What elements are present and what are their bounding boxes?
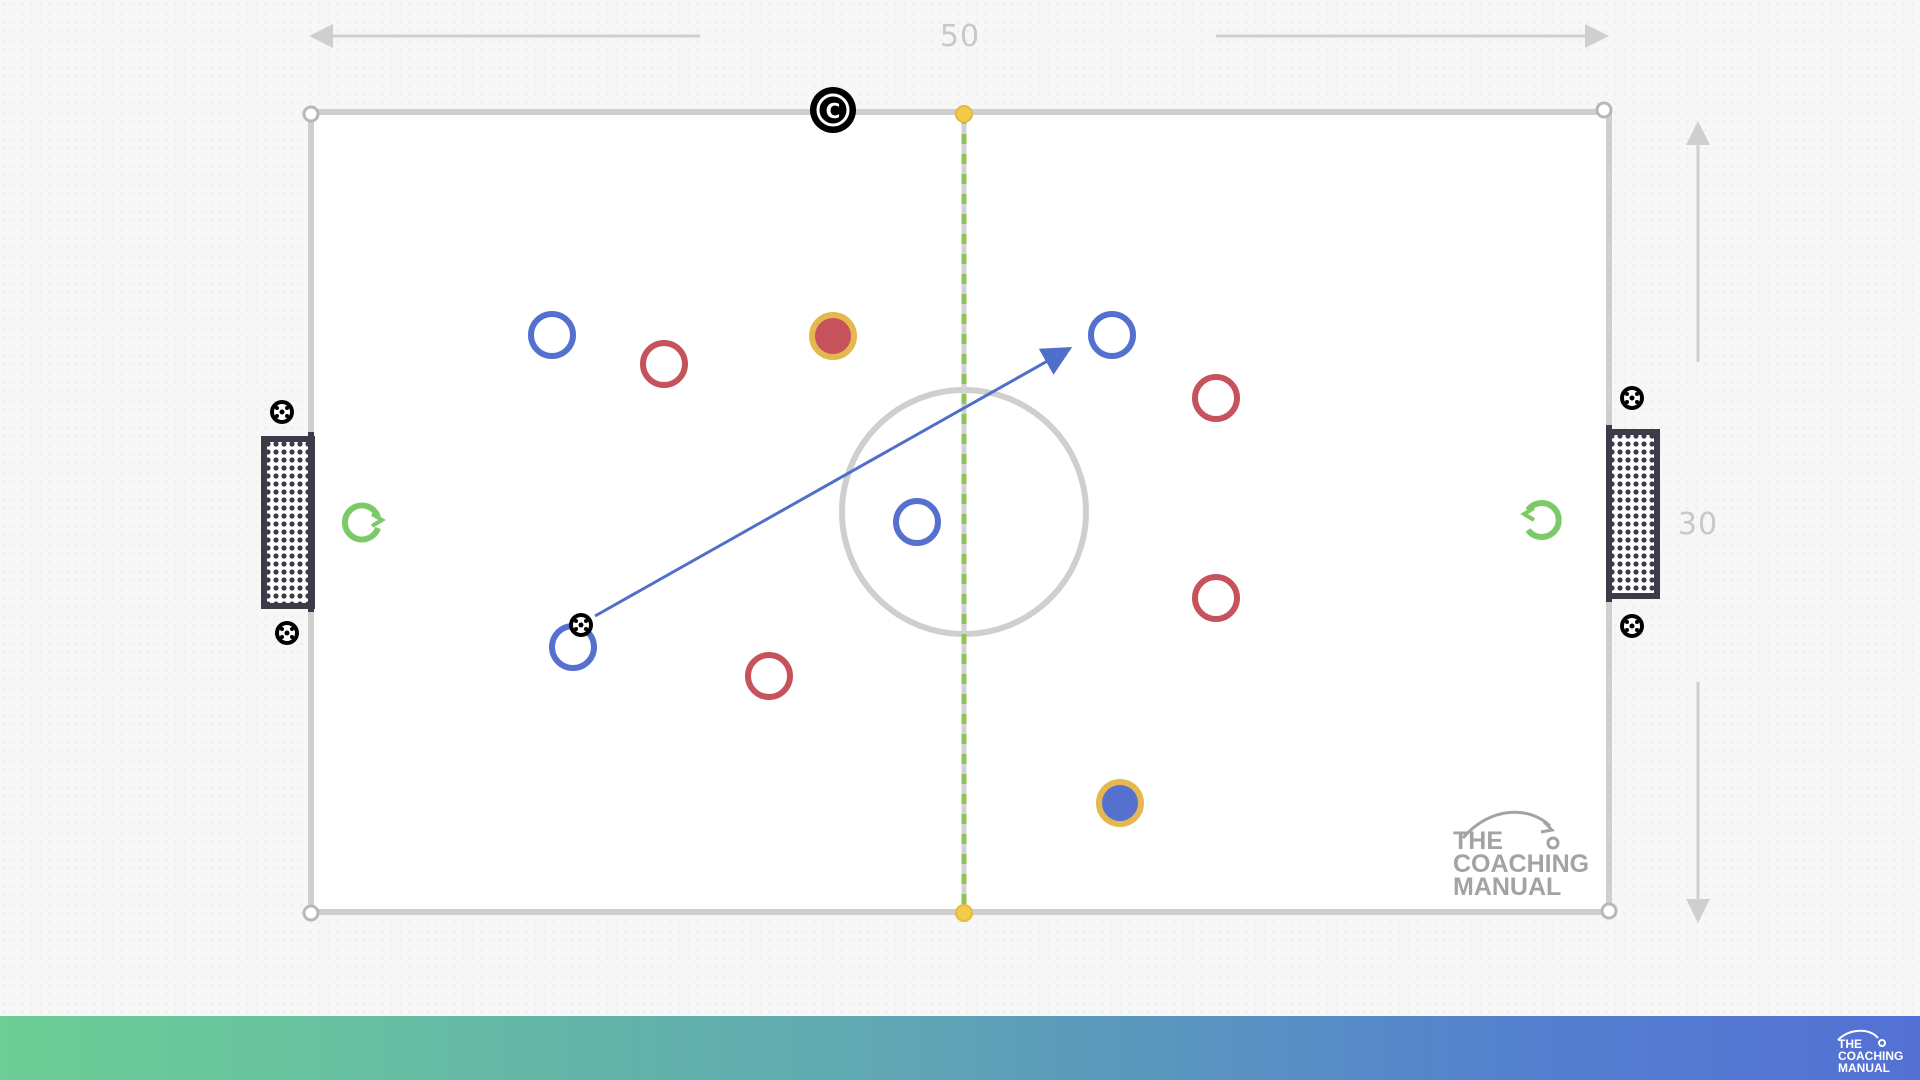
goalkeeper-left-arrowhead	[370, 512, 386, 528]
ball-icon	[1620, 386, 1644, 410]
ball-icon	[275, 621, 299, 645]
pitch-boundary	[308, 109, 1612, 915]
goalkeeper-right-arrowhead	[1520, 506, 1536, 522]
footer-logo-ball-icon	[1878, 1039, 1886, 1047]
footer-logo-line2: COACHING	[1838, 1049, 1903, 1063]
goal-left-net	[261, 436, 315, 609]
footer-logo-line1: THE	[1838, 1037, 1862, 1051]
logo-swoosh-head	[1540, 820, 1556, 834]
red-player	[745, 652, 793, 700]
red-player	[1192, 374, 1240, 422]
goal-right-net	[1606, 429, 1660, 599]
footer-logo-line3: MANUAL	[1838, 1061, 1890, 1074]
neutral-player-red	[809, 312, 857, 360]
session-diagram: 50 30	[261, 19, 1718, 923]
corner-cone-top-right	[1595, 101, 1613, 119]
pass-arrow	[594, 347, 1073, 618]
ball-icon	[569, 613, 593, 637]
red-player	[1192, 574, 1240, 622]
width-dimension: 30	[1678, 121, 1718, 923]
goal-left	[261, 432, 315, 612]
logo-line2: COACHING	[1453, 850, 1589, 878]
neutral-player-blue-marker	[1096, 779, 1144, 827]
coach-marker-symbol: C	[826, 99, 841, 123]
ball-icon	[270, 400, 294, 424]
footer-logo-swoosh	[1837, 1029, 1879, 1041]
halfway-cone-top	[955, 105, 973, 123]
corner-cone-top-left	[302, 105, 320, 123]
blue-player	[893, 498, 941, 546]
length-label: 50	[940, 19, 980, 54]
logo-line3: MANUAL	[1453, 873, 1561, 901]
halfway-cone-bottom	[955, 904, 973, 922]
red-player	[640, 340, 688, 388]
neutral-player-blue	[1096, 779, 1144, 827]
footer-logo: THE COACHING MANUAL	[1837, 1029, 1903, 1074]
corner-cone-bottom-left	[302, 904, 320, 922]
ball-icon	[1620, 614, 1644, 638]
coach-marker: C	[810, 87, 856, 133]
neutral-player-red-marker	[809, 312, 857, 360]
corner-cone-bottom-right	[1600, 902, 1618, 920]
logo-ball-icon	[1546, 836, 1560, 850]
footer-gradient-bar: THE COACHING MANUAL	[0, 1016, 1920, 1080]
logo-line1: THE	[1453, 827, 1503, 855]
width-label: 30	[1678, 507, 1718, 542]
coaching-manual-logo: THE COACHING MANUAL	[1453, 810, 1589, 901]
blue-player	[528, 311, 576, 359]
coach-marker-ring	[816, 93, 850, 127]
length-dimension: 50	[309, 19, 1609, 54]
goal-right	[1606, 425, 1660, 602]
goalkeeper-left-icon	[341, 502, 381, 543]
logo-swoosh	[1461, 810, 1552, 839]
goalkeeper-right-icon	[1525, 500, 1562, 540]
blue-player	[1088, 311, 1136, 359]
